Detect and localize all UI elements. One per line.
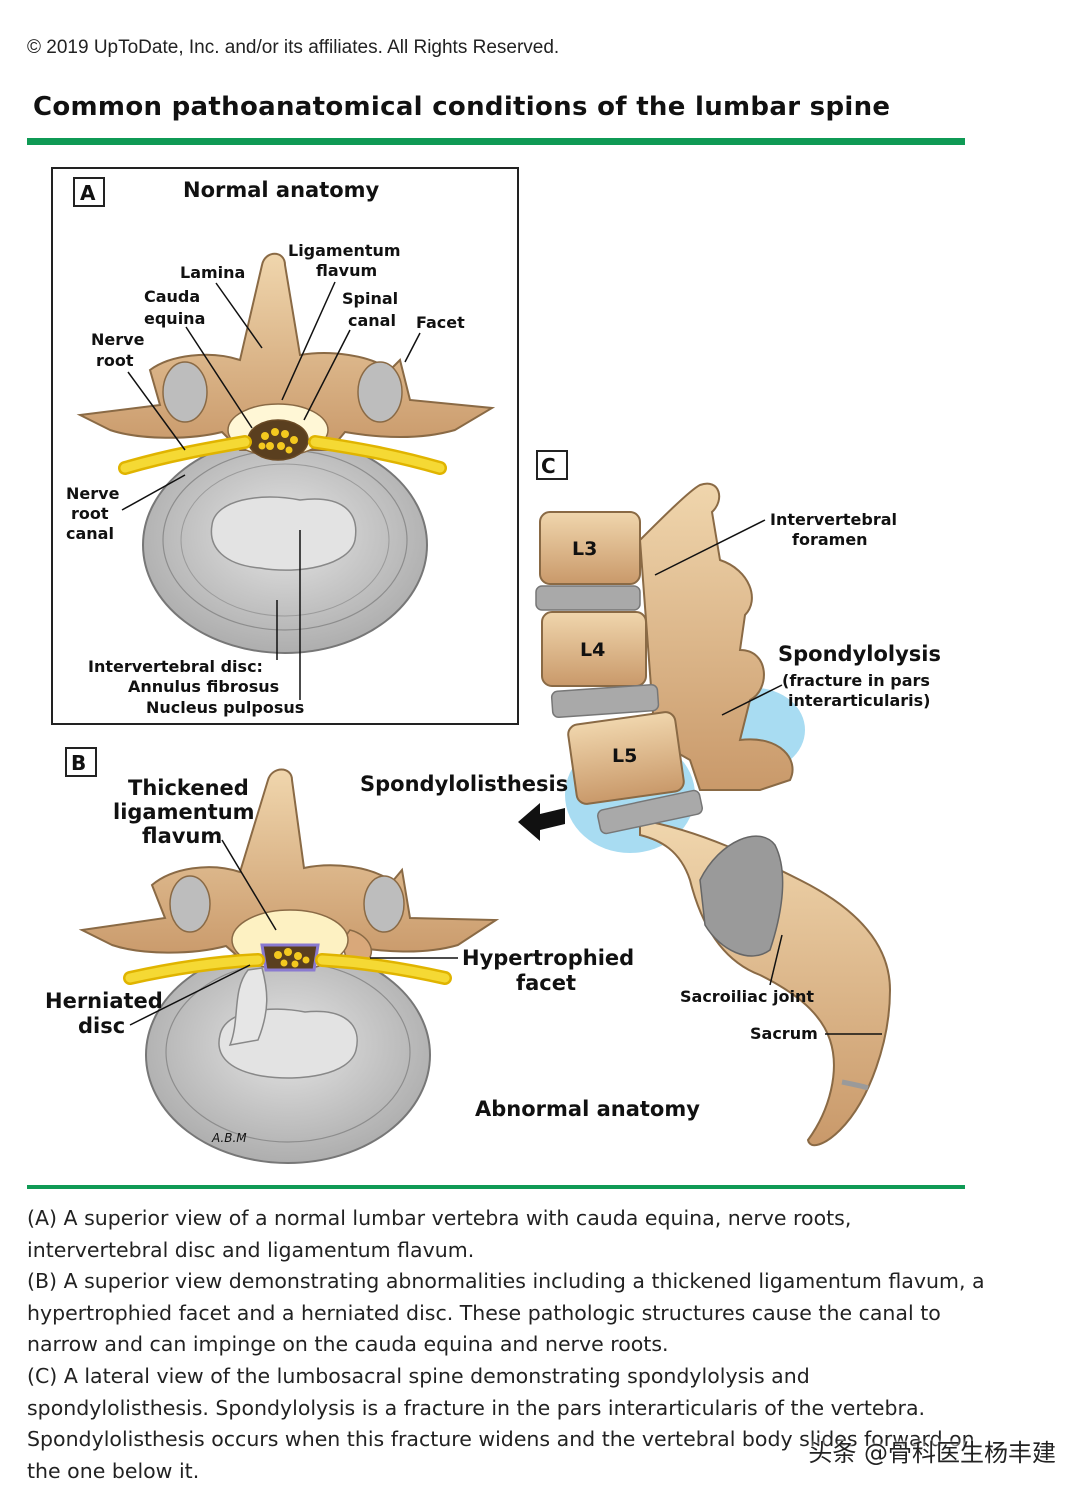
label-l4: L4 xyxy=(580,639,605,661)
label-disc-1: Intervertebral disc: xyxy=(88,657,263,676)
label-ligamentum-flavum-1: Ligamentum xyxy=(288,241,401,260)
caption-part-a: (A) A superior view of a normal lumbar v… xyxy=(27,1206,852,1262)
panel-b-letter: B xyxy=(71,751,86,775)
label-foramen-1: Intervertebral xyxy=(770,510,897,529)
title-divider xyxy=(27,138,965,145)
figure-caption: (A) A superior view of a normal lumbar v… xyxy=(27,1203,987,1487)
label-l5: L5 xyxy=(612,745,637,767)
label-lamina: Lamina xyxy=(180,263,245,282)
label-cauda-equina-1: Cauda xyxy=(144,287,200,306)
label-ligamentum-flavum-2: flavum xyxy=(316,261,377,280)
copyright-notice: © 2019 UpToDate, Inc. and/or its affilia… xyxy=(27,37,560,58)
label-sacroiliac: Sacroiliac joint xyxy=(680,987,814,1006)
label-spinal-canal-1: Spinal xyxy=(342,289,398,308)
lumbar-spine-illustration: A Normal anatomy Ligamentum xyxy=(45,167,941,1164)
watermark: 头条 @骨科医生杨丰建 xyxy=(808,1439,1056,1467)
label-disc-3: Nucleus pulposus xyxy=(146,698,304,717)
panel-b-letter-box xyxy=(65,747,97,777)
label-spinal-canal-2: canal xyxy=(348,311,396,330)
label-thickened-2: ligamentum xyxy=(113,800,255,824)
spondylolisthesis-arrow xyxy=(518,803,565,841)
label-spondylolysis: Spondylolysis xyxy=(778,642,941,666)
page-title: Common pathoanatomical conditions of the… xyxy=(33,92,891,122)
label-sacrum: Sacrum xyxy=(750,1024,818,1043)
vertebra-b-drawing xyxy=(78,768,500,1164)
panel-a-letter-box xyxy=(73,177,105,207)
leader-lines-b xyxy=(129,839,458,1026)
label-herniated-1: Herniated xyxy=(45,989,163,1013)
panel-a-letter: A xyxy=(80,181,96,205)
vertebra-l4 xyxy=(541,611,647,687)
vertebra-l5 xyxy=(567,711,685,805)
label-hypertrophied-1: Hypertrophied xyxy=(462,946,634,970)
vertebra-l3 xyxy=(539,511,641,585)
cauda-equina-a xyxy=(247,419,309,461)
herniation-b xyxy=(228,967,268,1046)
label-spondylolisthesis: Spondylolisthesis xyxy=(360,772,568,796)
label-nerve-root-2: root xyxy=(96,351,134,370)
artist-signature: A.B.M xyxy=(211,1131,247,1145)
caption-part-c: (C) A lateral view of the lumbosacral sp… xyxy=(27,1363,975,1483)
label-spondylolysis-note-1: (fracture in pars xyxy=(782,671,930,690)
label-herniated-2: disc xyxy=(78,1014,125,1038)
label-cauda-equina-2: equina xyxy=(144,309,205,328)
leader-lines-c xyxy=(654,519,882,1035)
lateral-spine-drawing xyxy=(518,482,892,1147)
label-thickened-1: Thickened xyxy=(128,776,249,800)
panel-c-letter: C xyxy=(541,454,556,478)
label-disc-2: Annulus fibrosus xyxy=(128,677,279,696)
label-nerve-root-canal-2: root xyxy=(71,504,109,523)
panel-c: C Intervertebral foramen L3 L4 L5 xyxy=(360,450,941,1147)
panel-a-heading: Normal anatomy xyxy=(183,178,380,202)
label-foramen-2: foramen xyxy=(792,530,868,549)
label-nerve-root-canal-3: canal xyxy=(66,524,114,543)
vertebra-a-drawing xyxy=(76,252,496,654)
panel-b: B Thickened ligamentum flavum xyxy=(45,747,634,1164)
nucleus-a xyxy=(210,496,357,571)
label-l3: L3 xyxy=(572,538,597,560)
panel-a: A Normal anatomy Ligamentum xyxy=(51,167,519,725)
caption-part-b: (B) A superior view demonstrating abnorm… xyxy=(27,1269,985,1357)
label-hypertrophied-2: facet xyxy=(516,971,576,995)
sacroiliac-joint-shape xyxy=(699,835,784,957)
panel-c-letter-box xyxy=(536,450,568,480)
label-nerve-root-1: Nerve xyxy=(91,330,145,349)
label-spondylolysis-note-2: interarticularis) xyxy=(788,691,930,710)
label-facet: Facet xyxy=(416,313,465,332)
label-abnormal-anatomy: Abnormal anatomy xyxy=(475,1097,700,1121)
label-thickened-3: flavum xyxy=(142,824,222,848)
leader-lines-a xyxy=(121,281,421,700)
panel-a-frame xyxy=(51,167,519,725)
label-nerve-root-canal-1: Nerve xyxy=(66,484,120,503)
caption-divider xyxy=(27,1185,965,1189)
